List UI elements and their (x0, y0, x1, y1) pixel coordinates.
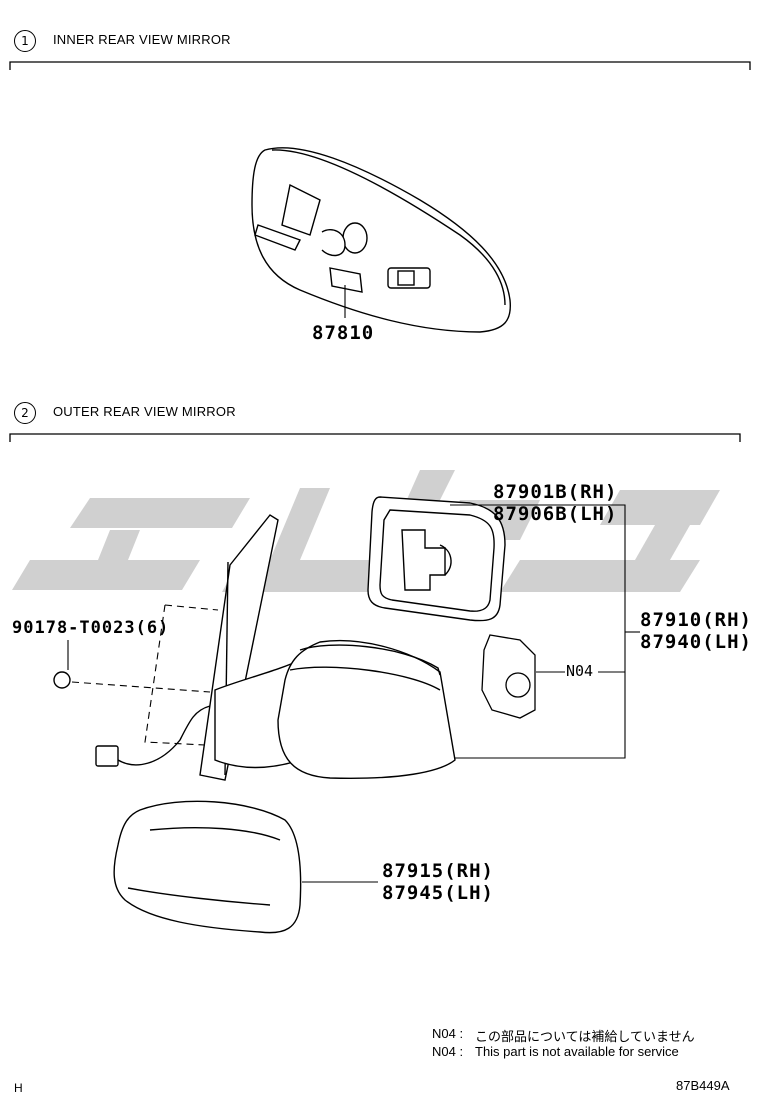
screw-part-number[interactable]: 90178-T0023(6) (12, 618, 170, 638)
glass-lh-part-number[interactable]: 87906B(LH) (493, 503, 618, 525)
section-2-number: 2 (14, 402, 36, 424)
n04-callout: N04 (566, 662, 594, 680)
section-1-divider (9, 61, 751, 70)
footer-left-code: H (14, 1081, 23, 1095)
glass-rh-part-number[interactable]: 87901B(RH) (493, 481, 618, 503)
assy-lh-part-number[interactable]: 87940(LH) (640, 631, 752, 653)
assy-rh-part-number[interactable]: 87910(RH) (640, 609, 752, 631)
leader-lines (67, 285, 640, 883)
note-1-code: N04 : (432, 1026, 464, 1041)
cover-rh-part-number[interactable]: 87915(RH) (382, 860, 494, 882)
mirror-glass-drawing (367, 496, 506, 622)
section-1-number: 1 (14, 30, 36, 52)
inner-mirror-part-number[interactable]: 87810 (312, 322, 375, 344)
footer-illustration-id: 87B449A (676, 1078, 730, 1093)
screw-dashed-leaders (71, 604, 219, 746)
inner-mirror-drawing (251, 147, 512, 333)
note-1-text: この部品については補給していません (475, 1029, 695, 1044)
cover-lh-part-number[interactable]: 87945(LH) (382, 882, 494, 904)
section-2-divider (9, 433, 741, 442)
mirror-cover-drawing (113, 800, 302, 934)
note-2-text: This part is not available for service (475, 1044, 679, 1059)
motor-unit-drawing (481, 634, 536, 719)
outer-mirror-drawing (53, 514, 456, 781)
section-1-title: INNER REAR VIEW MIRROR (53, 32, 231, 47)
note-2-code: N04 : (432, 1044, 464, 1059)
section-2-title: OUTER REAR VIEW MIRROR (53, 404, 236, 419)
